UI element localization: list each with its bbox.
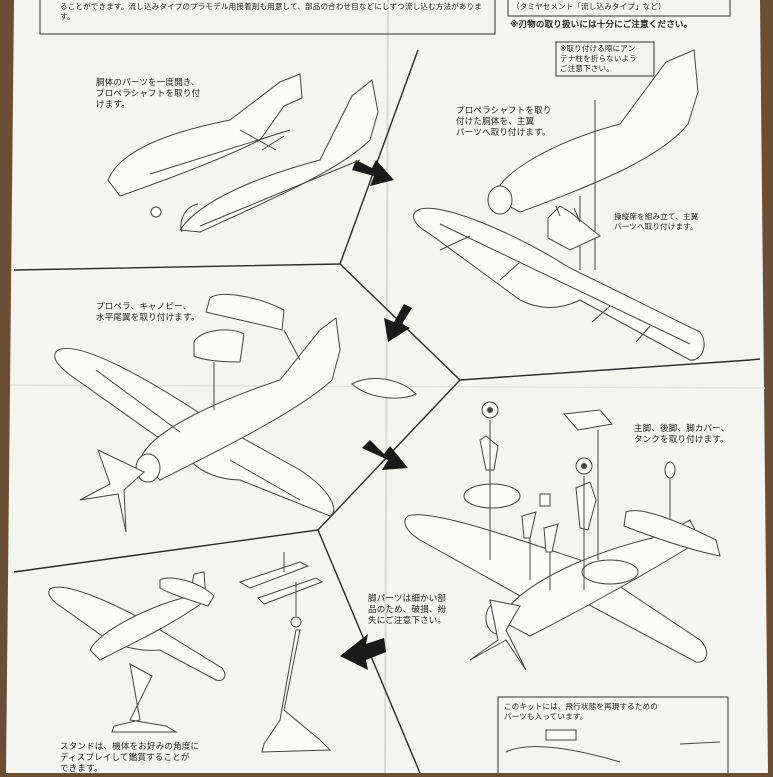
callout-box	[555, 41, 655, 77]
header-right-box	[507, 0, 731, 17]
step-2-wing-fuselage-illustration	[413, 49, 705, 361]
arrow-step-1-to-2	[352, 160, 394, 186]
step-arrows	[340, 160, 412, 670]
flight-parts-box	[497, 696, 729, 777]
step-1-text: 胴体のパーツを一度開き、 プロペラシャフトを取り付 けます。	[96, 78, 201, 110]
flight-parts-preview	[505, 729, 721, 763]
step-5-stand-illustration	[48, 552, 332, 753]
step-5-text: スタンドは、機体をお好みの角度に ディスプレイして鑑賞することが できます。	[60, 742, 200, 774]
step-2-text: プロペラシャフトを取り 付けた胴体を、主翼 パーツへ取り付けます。	[456, 106, 552, 138]
step-3-text: プロペラ、キャノピー、 水平尾翼を取り付けます。	[96, 302, 200, 323]
header-warning: ※刃物の取り扱いには十分にご注意ください。	[510, 20, 693, 30]
step-2-cockpit-note: 操縦席を組み立て、主翼 パーツへ取り付けます。	[614, 212, 699, 231]
header-left-box	[39, 0, 496, 35]
step-4-landing-gear-illustration	[404, 401, 721, 671]
step-3-plane-illustration	[54, 293, 417, 533]
step-4-flight-note: このキットには、飛行状態を再現するための パーツも入っています。	[504, 702, 658, 721]
arrow-step-2-to-3	[384, 304, 412, 342]
step-1-fuselage-illustration	[107, 73, 379, 233]
header-right-box-text: （タミヤセメント「流し込みタイプ」など）	[512, 2, 666, 11]
step-2-callout: ※取り付ける際にアン テナ柱を折らないよう ご注意下さい。	[560, 44, 637, 73]
arrow-step-4-to-5	[340, 634, 386, 670]
arrow-step-3-to-4	[362, 440, 408, 470]
step-4-gear-note: 脚パーツは細かい部 品のため、破損、紛 失にご注意下さい。	[368, 594, 447, 626]
step-4-text: 主脚、後脚、脚カバー、 タンクを取り付けます。	[634, 424, 730, 445]
header-left-text: ることができます。流し込みタイプのプラモデル用接着剤も用意して、部品の合わせ目な…	[60, 2, 482, 21]
